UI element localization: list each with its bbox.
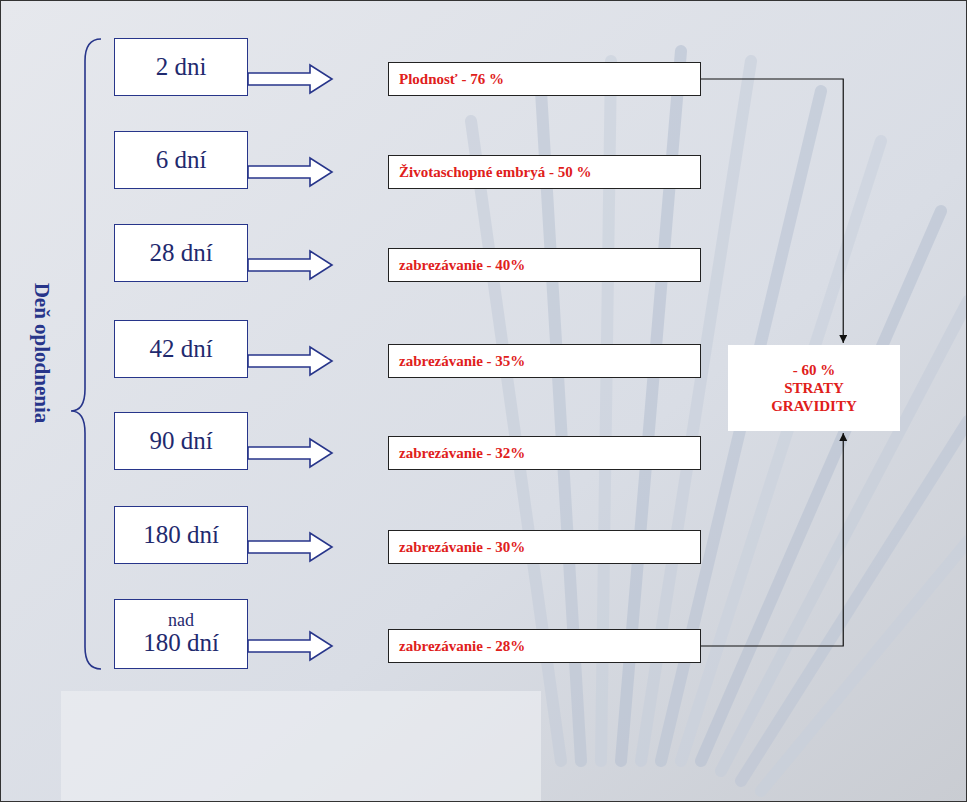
day-box: 28 dní (114, 224, 248, 282)
result-label: Plodnosť - 76 % (399, 71, 504, 88)
day-box: nad180 dní (114, 599, 248, 669)
result-box: Plodnosť - 76 % (388, 62, 701, 96)
result-box: zabrezávanie - 30% (388, 530, 701, 564)
day-label: 42 dní (149, 336, 212, 362)
block-arrow (248, 347, 332, 375)
day-box: 42 dní (114, 320, 248, 378)
day-label: 180 dní (143, 630, 219, 656)
result-label: zabrezávanie - 40% (399, 257, 525, 274)
day-label: 2 dni (156, 54, 207, 80)
photo-highlight (61, 691, 541, 802)
result-label: zabrezávanie - 28% (399, 638, 525, 655)
result-label: - 60 % STRATY GRAVIDITY (766, 361, 862, 415)
day-box: 180 dní (114, 506, 248, 564)
day-box: 90 dní (114, 412, 248, 470)
day-label: 90 dní (149, 428, 212, 454)
axis-label: Deň oplodnenia (29, 283, 54, 424)
result-box: Životaschopné embryá - 50 % (388, 155, 701, 189)
block-arrow (248, 533, 332, 561)
result-box: zabrezávanie - 32% (388, 436, 701, 470)
day-box: 6 dní (114, 131, 248, 189)
day-label: nad (168, 611, 194, 630)
block-arrow (248, 158, 332, 186)
summary-box: - 60 % STRATY GRAVIDITY (728, 345, 900, 431)
block-arrow (248, 632, 332, 660)
result-box: zabrezávanie - 28% (388, 629, 701, 663)
day-label: 180 dní (143, 522, 219, 548)
result-label: Životaschopné embryá - 50 % (399, 164, 592, 181)
day-label: 28 dní (149, 240, 212, 266)
block-arrow (248, 65, 332, 93)
day-box: 2 dni (114, 38, 248, 96)
result-box: zabrezávanie - 35% (388, 344, 701, 378)
result-label: zabrezávanie - 30% (399, 539, 525, 556)
result-box: zabrezávanie - 40% (388, 248, 701, 282)
block-arrow (248, 251, 332, 279)
elbow-arrow (701, 433, 843, 646)
elbow-arrow (701, 79, 843, 343)
result-label: zabrezávanie - 32% (399, 445, 525, 462)
result-label: zabrezávanie - 35% (399, 353, 525, 370)
curly-brace (71, 39, 101, 669)
block-arrow (248, 439, 332, 467)
day-label: 6 dní (156, 147, 207, 173)
